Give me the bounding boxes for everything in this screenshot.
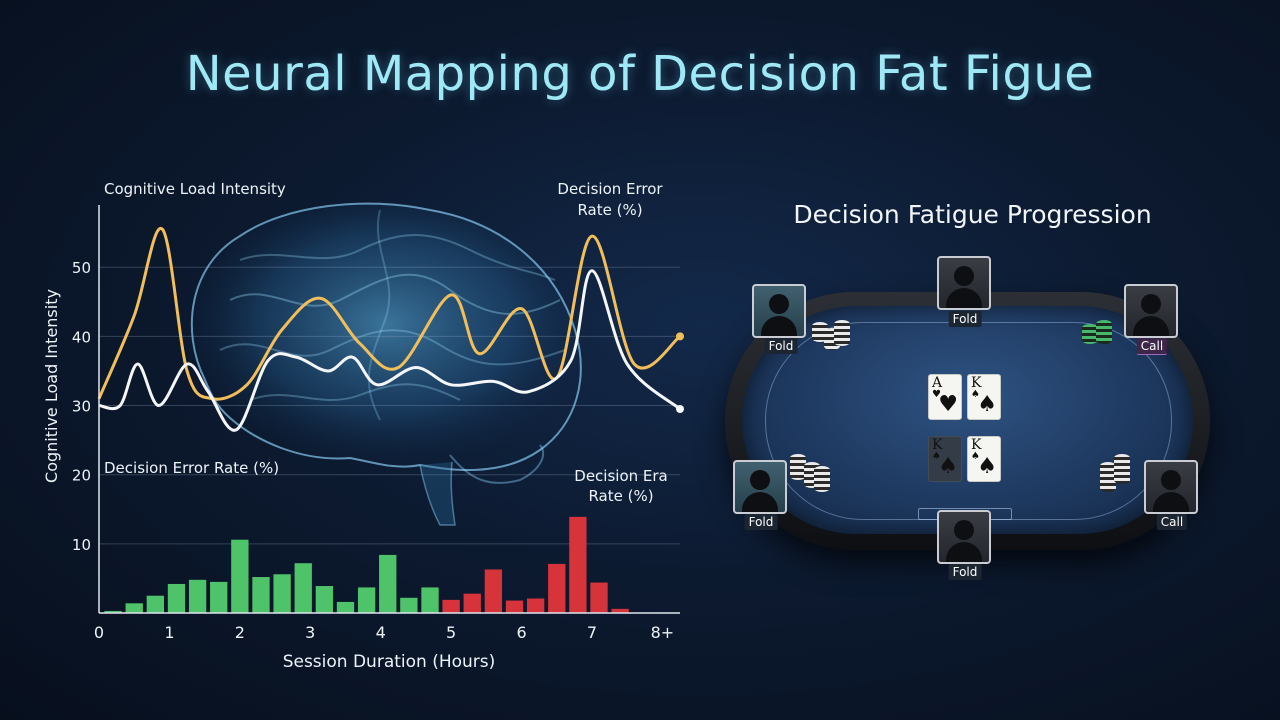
x-axis-label: Session Duration (Hours) (283, 652, 496, 672)
annotation-error-low-1: Decision Era (574, 467, 667, 485)
poker-table: A♥♥ K♠♠ K♠♠ K♠♠ Fold Fold Call Fold Fold… (720, 250, 1220, 590)
series-line (97, 227, 681, 401)
error-rate-bar (188, 579, 207, 613)
error-rate-bar (442, 599, 460, 613)
error-rate-bar (379, 554, 397, 613)
error-rate-bar (484, 569, 503, 613)
playing-card: K♠♠ (967, 374, 1001, 420)
error-rate-bar (315, 586, 334, 613)
error-rate-bar (463, 593, 481, 613)
error-rate-bar (125, 603, 143, 613)
error-rate-bar (273, 574, 291, 613)
error-rate-bar (146, 595, 165, 613)
error-rate-bar (400, 597, 418, 613)
annotation-error-mid: Decision Error Rate (%) (104, 459, 279, 477)
error-rate-bar (357, 587, 376, 613)
annotation-error-top-1: Decision Error (557, 180, 663, 198)
error-rate-bar (252, 577, 270, 613)
series-end-point (676, 332, 684, 341)
player-avatar-top-left[interactable] (752, 284, 806, 338)
chip-stack (790, 454, 830, 494)
player-avatar-bottom-right[interactable] (1144, 460, 1198, 514)
error-rate-bar (336, 601, 355, 613)
y-tick-label: 50 (72, 259, 91, 277)
y-tick-label: 30 (72, 398, 91, 416)
error-rate-bar (548, 563, 566, 613)
fatigue-chart: 10 20 30 40 50 0 1 2 3 4 5 6 7 8+ Cognitive Load Inte… (42, 180, 684, 672)
error-rate-bar (505, 600, 524, 613)
y-tick-label: 20 (72, 467, 91, 485)
x-tick-label: 7 (587, 623, 597, 642)
player-action-bottom-left: Fold (744, 514, 778, 530)
error-rate-bar (210, 581, 228, 613)
chip-stack (1100, 454, 1140, 494)
x-tick-label: 2 (235, 623, 245, 642)
chip-stack (812, 316, 852, 356)
y-axis-label: Cognitive Load Intensity (42, 289, 61, 483)
player-action-top: Fold (948, 311, 982, 327)
error-rate-bar (231, 539, 249, 613)
x-tick-label: 1 (164, 623, 174, 642)
error-rate-bar (590, 582, 608, 613)
x-tick-label: 8+ (651, 623, 675, 642)
player-avatar-top[interactable] (937, 256, 991, 310)
x-tick-label: 3 (305, 623, 315, 642)
player-action-bottom: Fold (948, 564, 982, 580)
annotation-error-low-2: Rate (%) (588, 487, 653, 505)
error-rate-bar (569, 516, 587, 613)
x-tick-label: 5 (446, 623, 456, 642)
player-avatar-bottom[interactable] (937, 510, 991, 564)
error-rate-bar (104, 610, 122, 613)
player-action-top-right: Call (1136, 338, 1168, 355)
y-tick-label: 10 (72, 536, 91, 554)
error-rate-bar (167, 583, 186, 613)
error-rate-bar (421, 587, 439, 613)
x-tick-label: 4 (376, 623, 386, 642)
playing-card: K♠♠ (928, 436, 962, 482)
annotation-error-top-2: Rate (%) (577, 201, 642, 219)
x-tick-label: 6 (516, 623, 526, 642)
error-rate-bar (611, 608, 629, 613)
series-end-point (676, 405, 684, 413)
table-title: Decision Fatigue Progression (793, 200, 1152, 229)
series-line (98, 269, 681, 432)
page-title: Neural Mapping of Decision Fat Figue (185, 46, 1095, 102)
brain-illustration (190, 202, 582, 526)
player-avatar-top-right[interactable] (1124, 284, 1178, 338)
playing-card: A♥♥ (928, 374, 962, 420)
player-action-top-left: Fold (764, 338, 798, 354)
y-tick-label: 40 (72, 328, 91, 346)
player-action-bottom-right: Call (1156, 514, 1188, 530)
error-rate-bar (526, 598, 545, 613)
player-avatar-bottom-left[interactable] (733, 460, 787, 514)
annotation-load: Cognitive Load Intensity (104, 180, 286, 198)
chip-stack (1082, 316, 1122, 356)
error-rate-bar (294, 563, 312, 613)
x-tick-label: 0 (94, 623, 104, 642)
playing-card: K♠♠ (967, 436, 1001, 482)
